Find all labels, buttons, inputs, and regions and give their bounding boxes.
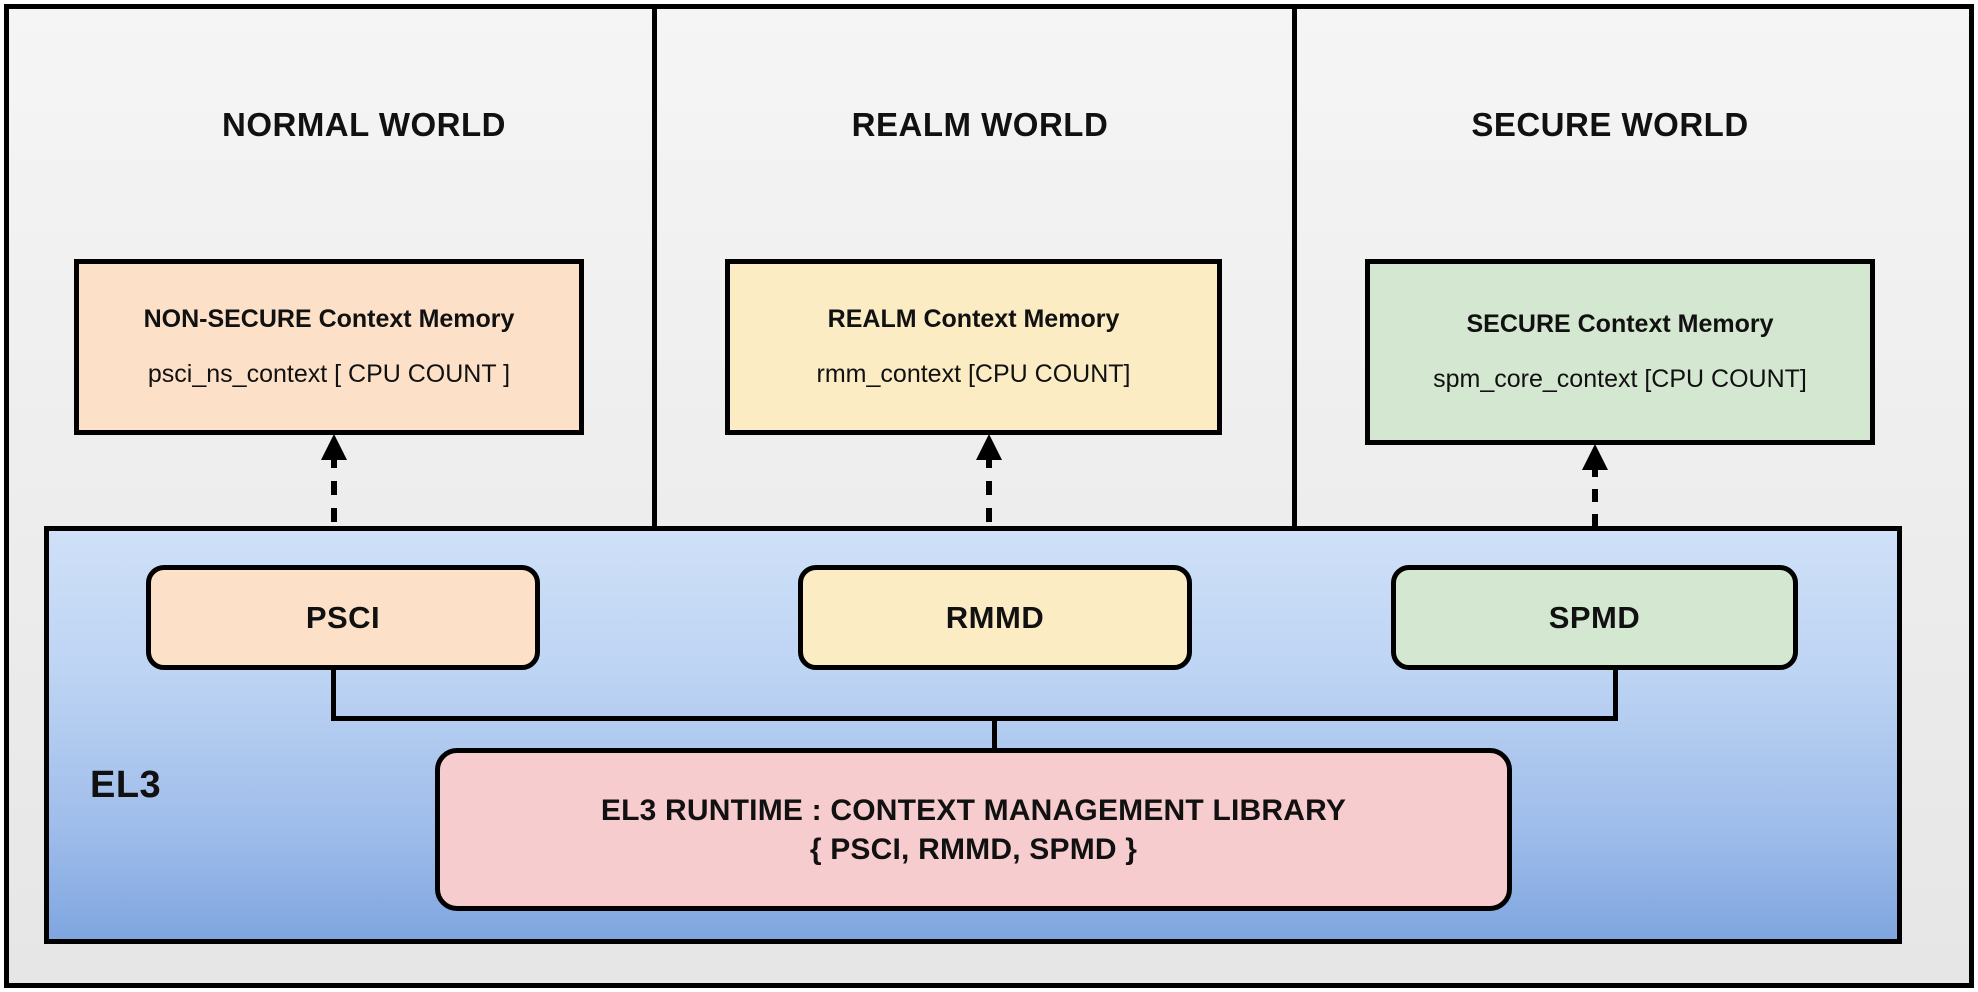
connector-horizontal-bus xyxy=(331,716,1618,721)
connector-psci-stub xyxy=(331,668,336,720)
connector-runtime-stub xyxy=(992,716,997,752)
world-title-secure: SECURE WORLD xyxy=(1471,106,1749,143)
context-memory-subtitle-secure: spm_core_context [CPU COUNT] xyxy=(1433,365,1807,393)
world-title-normal: NORMAL WORLD xyxy=(221,106,507,143)
world-title-realm: REALM WORLD xyxy=(851,106,1109,143)
context-memory-box-non-secure: NON-SECURE Context Memory psci_ns_contex… xyxy=(74,259,584,435)
dispatcher-box-psci[interactable]: PSCI xyxy=(146,565,540,670)
connector-spmd-stub xyxy=(1613,668,1618,720)
dispatcher-box-spmd[interactable]: SPMD xyxy=(1391,565,1798,670)
world-divider-realm-secure xyxy=(1292,9,1297,529)
context-memory-box-secure: SECURE Context Memory spm_core_context [… xyxy=(1365,259,1875,445)
el3-runtime-line-2: { PSCI, RMMD, SPMD } xyxy=(809,832,1138,866)
context-memory-title-realm: REALM Context Memory xyxy=(827,305,1120,333)
context-memory-subtitle-realm: rmm_context [CPU COUNT] xyxy=(816,360,1131,388)
context-memory-subtitle-non-secure: psci_ns_context [ CPU COUNT ] xyxy=(147,360,511,388)
world-divider-normal-realm xyxy=(652,9,657,529)
el3-runtime-line-1: EL3 RUNTIME : CONTEXT MANAGEMENT LIBRARY xyxy=(600,793,1347,827)
el3-label: EL3 xyxy=(90,764,162,806)
el3-runtime-library-box: EL3 RUNTIME : CONTEXT MANAGEMENT LIBRARY… xyxy=(435,748,1512,911)
context-memory-title-secure: SECURE Context Memory xyxy=(1466,310,1774,338)
context-memory-box-realm: REALM Context Memory rmm_context [CPU CO… xyxy=(725,259,1222,435)
context-memory-title-non-secure: NON-SECURE Context Memory xyxy=(143,305,515,333)
dispatcher-box-rmmd[interactable]: RMMD xyxy=(798,565,1192,670)
